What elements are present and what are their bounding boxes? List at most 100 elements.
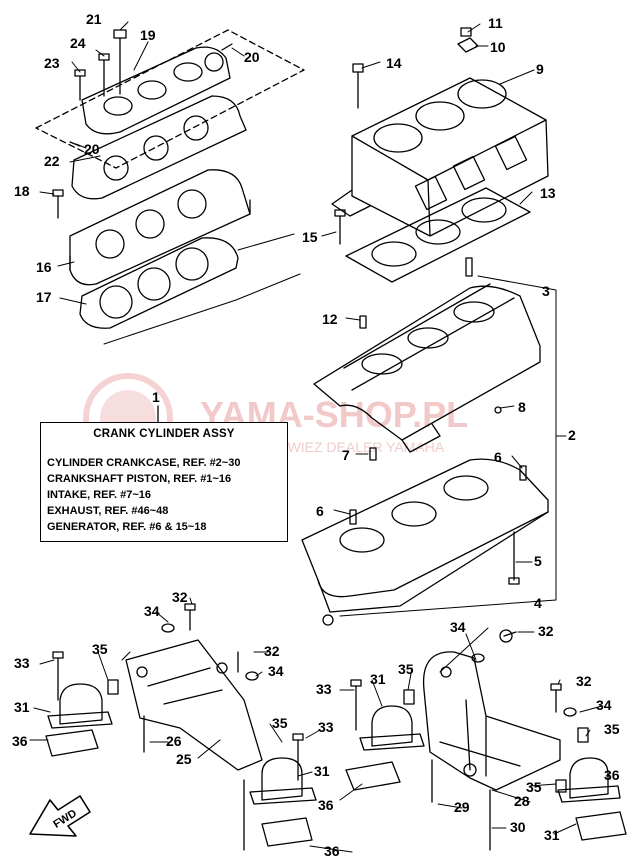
- bolt-33c-head: [350, 679, 362, 687]
- callout-34: 34: [144, 603, 160, 619]
- callout-36: 36: [318, 797, 334, 813]
- callout-6: 6: [316, 503, 324, 519]
- callout-18: 18: [14, 183, 30, 199]
- callout-33: 33: [14, 655, 30, 671]
- head-water-cover: [81, 46, 231, 135]
- cover-port-3: [173, 62, 203, 82]
- callout-35: 35: [604, 721, 620, 737]
- cylinder-block-assembly: [321, 23, 549, 283]
- crank-journal-1: [361, 353, 403, 375]
- callout-26: 26: [166, 733, 182, 749]
- callout-35: 35: [272, 715, 288, 731]
- cylinder-head: [69, 169, 251, 286]
- base-gasket-bore-2: [415, 219, 461, 245]
- mount-bracket-right: [422, 651, 561, 791]
- callout-34: 34: [268, 663, 284, 679]
- shim-plate-36b: [261, 817, 313, 847]
- callout-1: 1: [152, 389, 160, 405]
- callout-30: 30: [510, 819, 526, 835]
- callout-35: 35: [92, 641, 108, 657]
- fwd-arrow: [29, 795, 91, 837]
- cylinder-bore-1: [373, 123, 423, 153]
- spacer-35a: [107, 679, 119, 695]
- legend-line: GENERATOR, REF. #6 & 15~18: [47, 521, 207, 533]
- plate-hole-b: [216, 662, 228, 674]
- callout-24: 24: [70, 35, 86, 51]
- bracket-hole-b: [463, 763, 477, 777]
- callout-31: 31: [544, 827, 560, 843]
- callout-31: 31: [314, 763, 330, 779]
- callout-6: 6: [494, 449, 502, 465]
- callout-16: 16: [36, 259, 52, 275]
- bolt-33b-head: [292, 733, 304, 741]
- callout-10: 10: [490, 39, 506, 55]
- leaders-bottom: [29, 597, 611, 853]
- plate-hole-a: [136, 666, 148, 678]
- cylinder-head-assembly: [35, 21, 305, 345]
- bolt-15-head: [334, 209, 346, 217]
- rubber-mount-31d-base: [557, 785, 621, 803]
- cylinder-head-side: [69, 199, 251, 271]
- rubber-mount-31c-base: [359, 733, 425, 751]
- washer-34d: [563, 707, 577, 717]
- crankcase-stud-3: [465, 257, 473, 277]
- bracket-hole-a: [440, 666, 452, 678]
- callout-33: 33: [318, 719, 334, 735]
- bolt-4-end: [322, 614, 334, 626]
- lower-journal-3: [443, 475, 489, 501]
- callout-20: 20: [244, 49, 260, 65]
- callout-35: 35: [526, 779, 542, 795]
- bolt-18-head: [52, 189, 64, 197]
- bracket-10: [457, 37, 479, 53]
- callout-3: 3: [542, 283, 550, 299]
- bolt-24-head: [98, 53, 110, 61]
- cylinder-bore-3: [457, 79, 507, 109]
- legend-line: EXHAUST, REF. #46~48: [47, 505, 169, 517]
- crankcase-dowel-6b: [349, 509, 357, 525]
- gasket-hole-1: [103, 155, 129, 181]
- assembly-legend: CRANK CYLINDER ASSY CYLINDER CRANKCASE, …: [40, 422, 288, 542]
- callout-32: 32: [264, 643, 280, 659]
- callout-8: 8: [518, 399, 526, 415]
- callout-21: 21: [86, 11, 102, 27]
- bolt-11-head: [460, 27, 472, 37]
- head-gasket-bore-2: [137, 267, 171, 301]
- washer-34b: [471, 653, 485, 663]
- bolt-21-head: [113, 29, 127, 39]
- crankcase-dowel-7: [369, 447, 377, 461]
- washer-34a: [161, 623, 175, 633]
- lower-crankcase-bottom: [317, 511, 549, 613]
- legend-title: CRANK CYLINDER ASSY: [93, 428, 235, 440]
- shim-plate-36d: [575, 811, 627, 841]
- rubber-mount-31a-base: [47, 711, 113, 729]
- callout-7: 7: [342, 447, 350, 463]
- head-chamber-2: [135, 209, 165, 239]
- legend-line: INTAKE, REF. #7~16: [47, 489, 152, 501]
- exhaust-port-2: [452, 155, 486, 191]
- gasket-hole-3: [183, 115, 209, 141]
- bolt-32b-head: [499, 629, 513, 643]
- mount-plate-left-rib: [147, 667, 223, 705]
- callout-32: 32: [172, 589, 188, 605]
- leaders-top-right: [321, 23, 535, 237]
- spacer-35e: [555, 779, 567, 793]
- spacer-35d: [577, 727, 589, 743]
- bolt-32d-head: [550, 683, 562, 691]
- callout-35: 35: [398, 661, 414, 677]
- head-cover-gasket: [71, 95, 247, 200]
- cylinder-bore-2: [415, 101, 465, 131]
- base-gasket-bore-3: [461, 197, 507, 223]
- callout-29: 29: [454, 799, 470, 815]
- legend-line: CRANKSHAFT PISTON, REF. #1~16: [47, 473, 232, 485]
- crankcase-dowel-8: [494, 406, 502, 414]
- callout-5: 5: [534, 553, 542, 569]
- leaders-top-left: [39, 21, 301, 345]
- callout-36: 36: [604, 767, 620, 783]
- crankcase-dowel-12: [359, 315, 367, 329]
- callout-labels: 21 19 24 23 20 20 22 18 16 17 11 10 14 9…: [12, 11, 620, 858]
- callout-20: 20: [84, 141, 100, 157]
- exhaust-port-3: [494, 135, 528, 171]
- rubber-mount-31b: [261, 757, 303, 801]
